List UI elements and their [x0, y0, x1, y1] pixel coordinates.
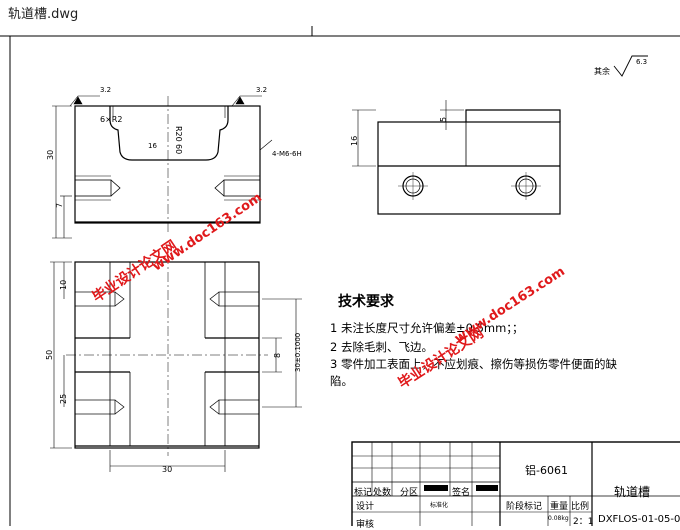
title-block — [351, 441, 680, 526]
tb-mark: 标记 — [354, 488, 373, 498]
plan-dim-10: 10 — [59, 280, 68, 290]
dim-height-7: 7 — [55, 203, 64, 208]
front-roughness-right: 3.2 — [256, 86, 267, 94]
window-title: 轨道槽.dwg — [8, 7, 79, 22]
title-block-fill-2 — [476, 485, 498, 491]
dim-6xr2: 6×R2 — [100, 115, 122, 124]
side-view-dimensions — [352, 100, 464, 167]
tb-material: 铝-6061 — [525, 464, 568, 477]
tech-requirements-title: 技术要求 — [338, 294, 394, 310]
dim-height-30: 30 — [46, 150, 55, 160]
front-view — [74, 96, 261, 232]
thread-callout: 4-M6-6H — [272, 150, 302, 158]
tb-scale: 比例 — [571, 502, 590, 512]
tb-signature: 签名 — [452, 488, 471, 498]
tb-count: 处数 — [373, 488, 392, 498]
tb-part-name: 轨道槽 — [614, 485, 651, 499]
front-roughness-left: 3.2 — [100, 86, 111, 94]
tech-line-3: 3 零件加工表面上，不应划痕、擦伤等损伤零件便面的缺 — [330, 357, 617, 371]
side-dim-5: 5 — [439, 117, 448, 122]
tb-weight: 重量 — [550, 502, 569, 512]
plan-view — [66, 254, 268, 456]
plan-dim-25: 25 — [59, 394, 68, 404]
plan-dim-30-tolerance: 30±0.1000 — [294, 333, 302, 372]
title-block-fill-1 — [424, 485, 448, 491]
tb-scale-value: 2：1 — [573, 517, 594, 527]
tb-code: DXFLOS-01-05-01 — [598, 514, 680, 525]
dim-r20: R20 — [174, 126, 183, 142]
plan-view-dimensions — [50, 261, 302, 472]
tb-design: 设计 — [356, 502, 375, 512]
tb-zone: 分区 — [400, 488, 419, 498]
side-view — [377, 109, 561, 215]
plan-dim-8: 8 — [273, 353, 282, 358]
dim-width-60: 60 — [174, 144, 183, 154]
tech-line-1: 1 未注长度尺寸允许偏差±0.5mm；； — [330, 321, 524, 335]
tech-line-4: 陷。 — [330, 374, 353, 388]
dim-16: 16 — [148, 142, 157, 150]
tb-weight-value: 0.08kg — [548, 515, 569, 522]
roughness-symbol — [613, 55, 648, 77]
front-view-dimensions — [52, 95, 273, 239]
tb-standard: 标准化 — [430, 502, 449, 509]
tech-line-2: 2 去除毛刺、飞边。 — [330, 340, 433, 354]
cad-drawing-canvas[interactable]: 其余 6.3 3.2 3.2 6×R2 R20 60 16 — [0, 22, 680, 526]
plan-dim-bottom-30: 30 — [162, 465, 172, 474]
tb-stage: 阶段标记 — [506, 502, 543, 512]
side-dim-16: 16 — [350, 136, 359, 146]
plan-dim-50: 50 — [45, 350, 54, 360]
tb-review: 审核 — [356, 520, 375, 530]
window-title-bar: 轨道槽.dwg — [0, 0, 680, 22]
roughness-rest-label: 其余 — [594, 66, 610, 76]
roughness-rest-value: 6.3 — [636, 58, 647, 66]
